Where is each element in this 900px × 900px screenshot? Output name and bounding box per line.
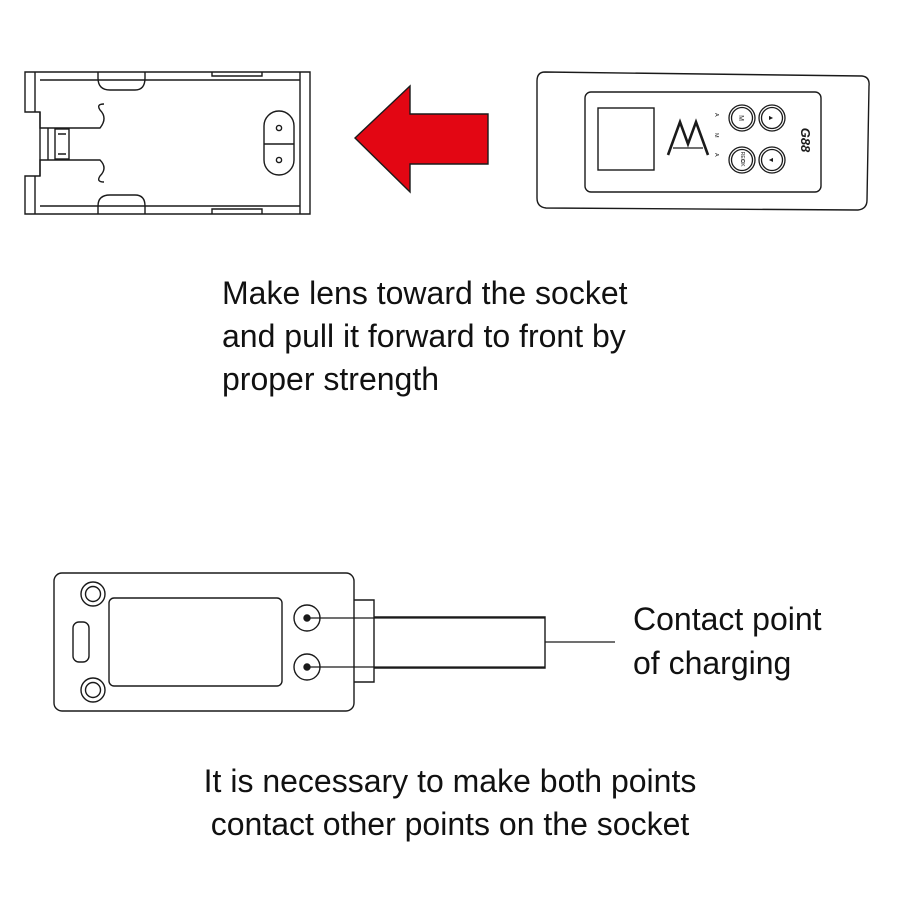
brand-letter-a1: A — [713, 113, 719, 117]
rec-button-label: REC — [739, 152, 745, 163]
brand-letter-a2: A — [713, 153, 719, 157]
socket-mount — [24, 71, 311, 215]
insert-instruction: Make lens toward the socket and pull it … — [222, 272, 742, 401]
brand-letter-m: M — [713, 133, 719, 138]
model-label: G88 — [798, 128, 813, 153]
insert-instruction-line-1: Make lens toward the socket — [222, 275, 628, 311]
charging-contact-points — [293, 604, 321, 681]
contact-note-line-1: It is necessary to make both points — [203, 763, 697, 799]
up-button-label: ▲ — [767, 115, 774, 122]
remote-device — [536, 71, 870, 211]
charging-board — [53, 572, 546, 712]
insert-instruction-line-3: proper strength — [222, 361, 440, 397]
contact-point-callout-line-1: Contact point — [633, 601, 822, 637]
rec-ok-button — [728, 146, 756, 174]
direction-arrow — [353, 84, 489, 194]
up-button — [758, 104, 786, 132]
down-button-label: ▼ — [767, 157, 774, 164]
remote-buttons — [728, 104, 786, 174]
contact-point-callout-line-2: of charging — [633, 645, 792, 681]
mode-button — [728, 104, 756, 132]
mode-button-label: M — [737, 115, 744, 121]
contact-note-line-2: contact other points on the socket — [210, 806, 690, 842]
remote-brand-letters: A M A — [713, 113, 719, 157]
insert-instruction-line-2: and pull it forward to front by — [222, 318, 626, 354]
contact-note: It is necessary to make both points cont… — [120, 760, 780, 846]
down-button — [758, 146, 786, 174]
contact-point-callout: Contact point of charging — [633, 597, 873, 685]
ok-button-label: OK — [739, 159, 745, 167]
callout-leader-lines — [307, 617, 615, 668]
